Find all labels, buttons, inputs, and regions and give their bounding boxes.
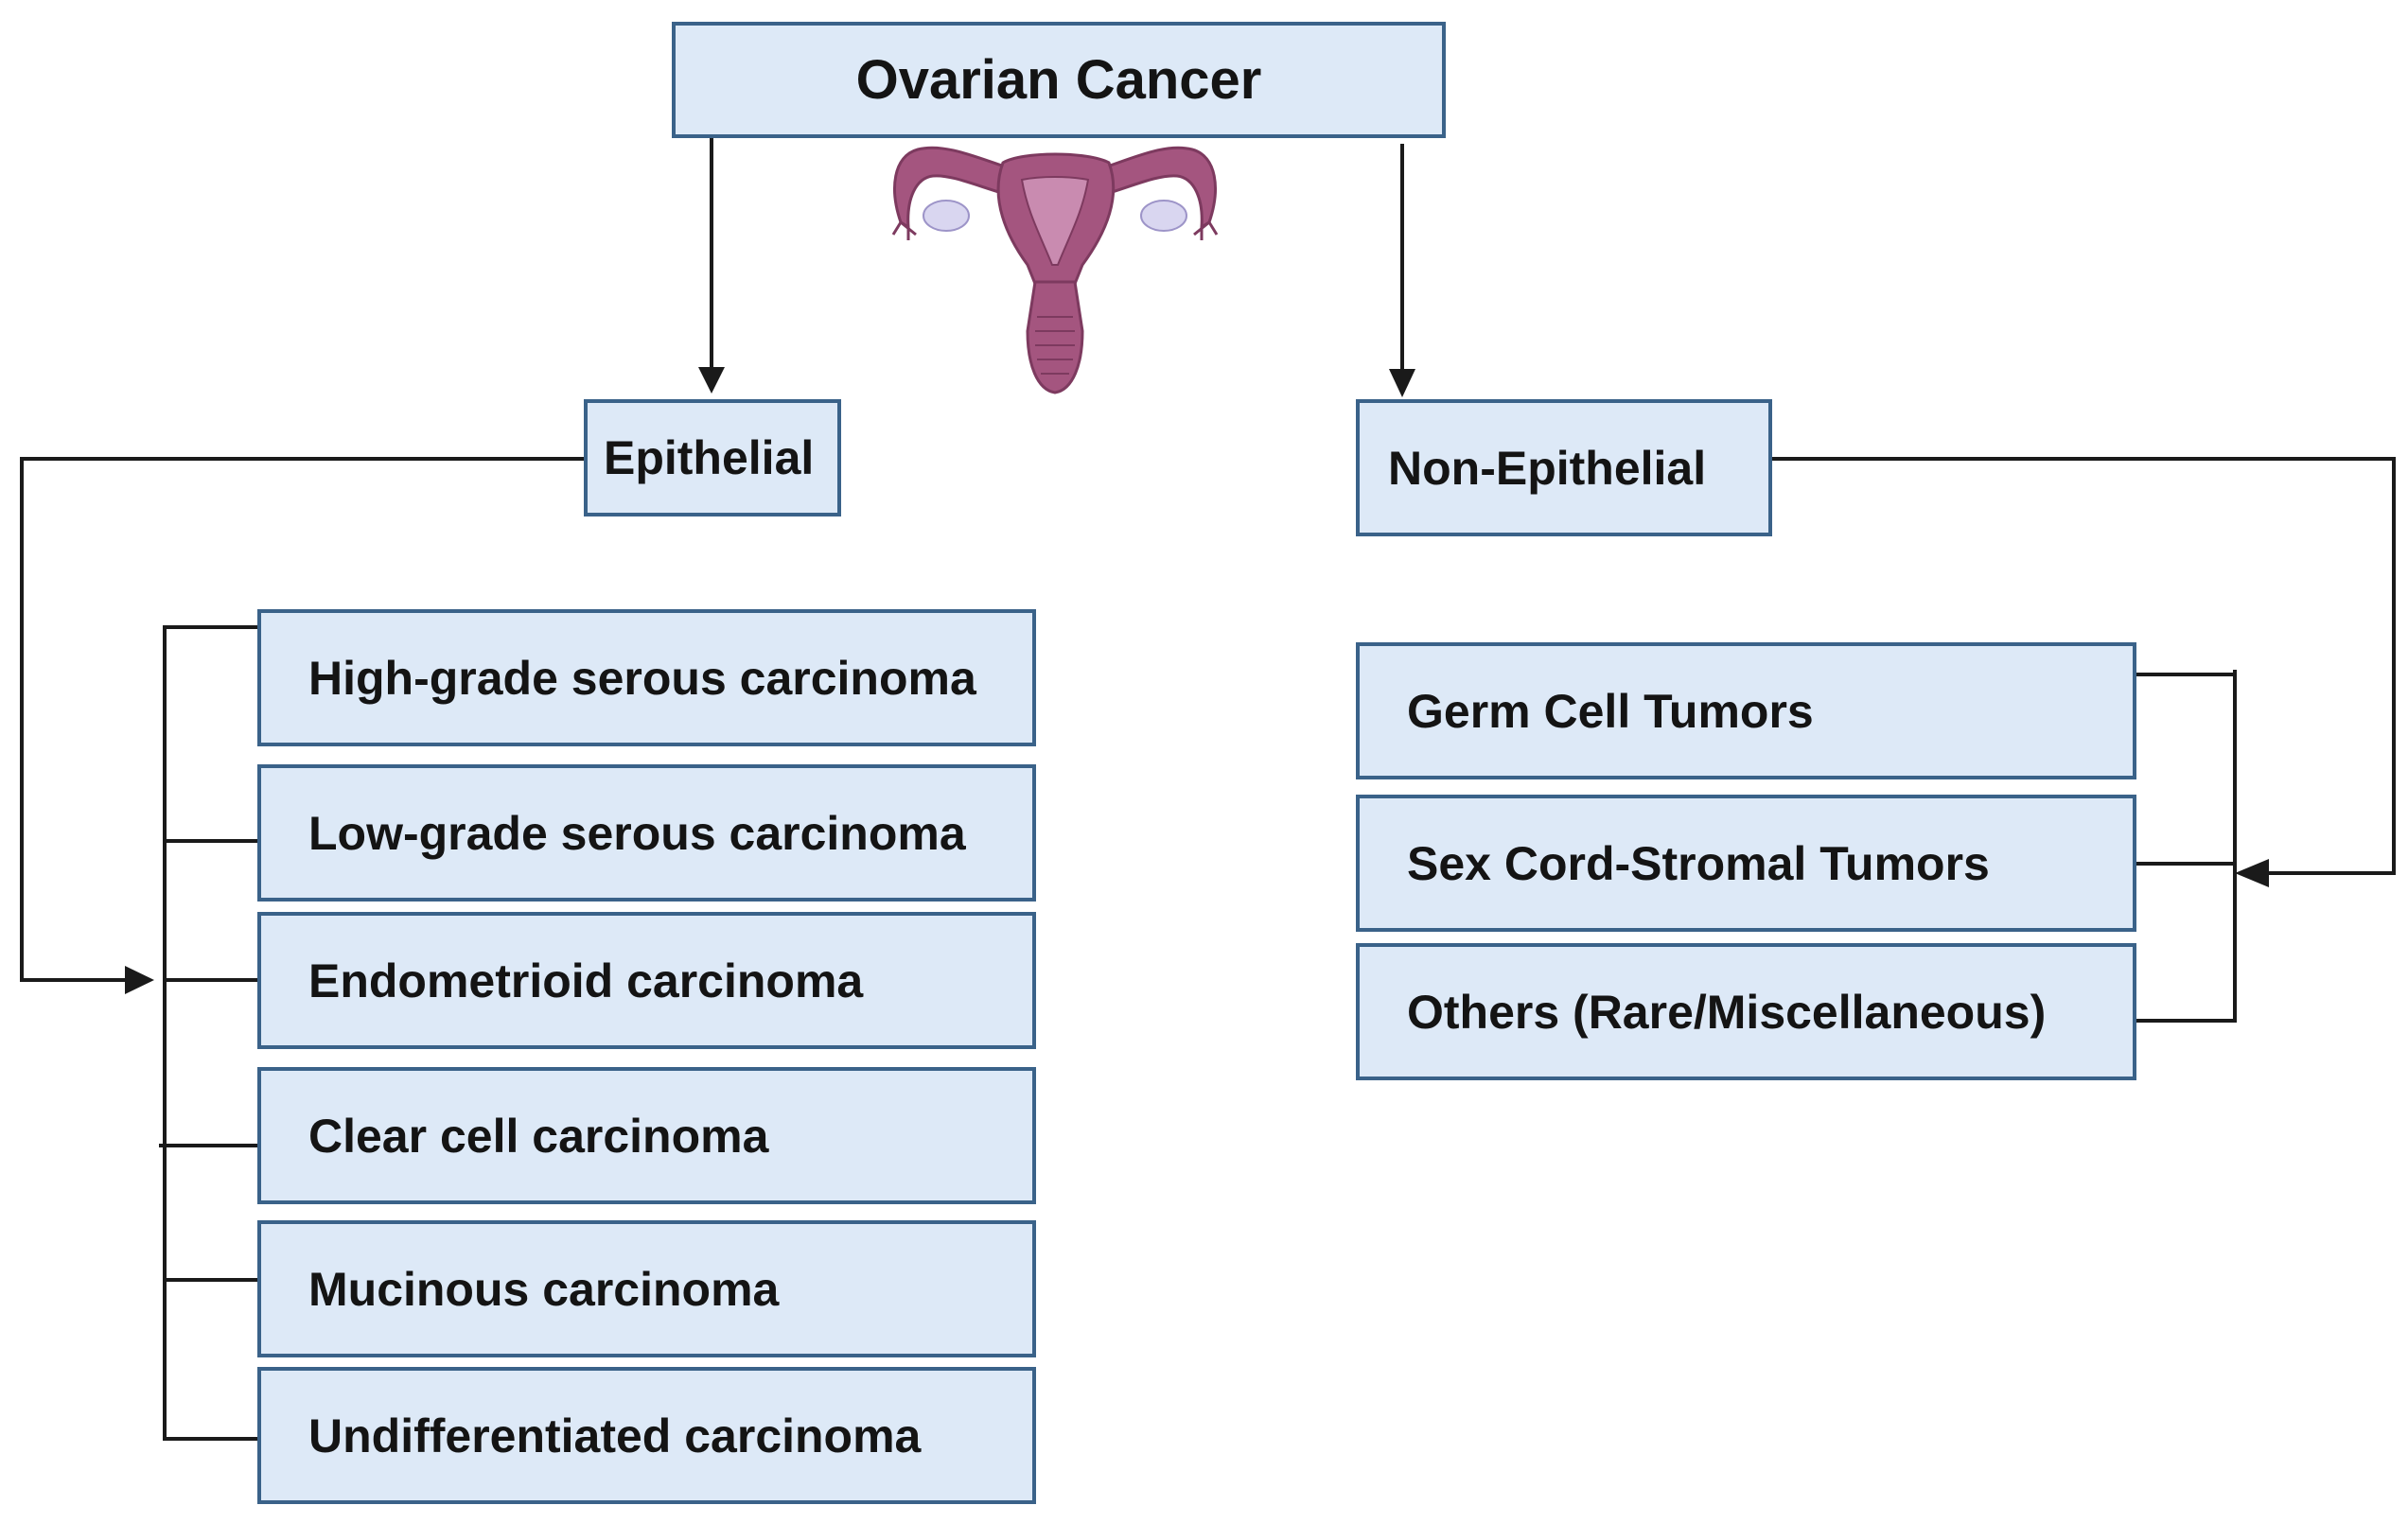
subtype-node: Sex Cord-Stromal Tumors [1356,795,2136,932]
branch-node-epithelial: Epithelial [584,399,841,516]
subtype-label: Undifferentiated carcinoma [308,1409,922,1462]
branch-node-label: Non-Epithelial [1388,441,1707,495]
subtype-node: Clear cell carcinoma [257,1067,1036,1204]
non-epithelial-connector [1772,457,2396,875]
subtype-label: Germ Cell Tumors [1407,684,1814,738]
subtype-node: High-grade serous carcinoma [257,609,1036,746]
subtype-label: Others (Rare/Miscellaneous) [1407,985,2047,1039]
subtype-node: Germ Cell Tumors [1356,642,2136,779]
subtype-node: Mucinous carcinoma [257,1220,1036,1357]
subtype-node: Endometrioid carcinoma [257,912,1036,1049]
subtype-node: Low-grade serous carcinoma [257,764,1036,902]
subtype-label: Sex Cord-Stromal Tumors [1407,836,1990,890]
branch-node-label: Epithelial [604,431,815,484]
subtype-label: Clear cell carcinoma [308,1109,769,1163]
uterus-ovaries-icon [891,146,1219,394]
subtype-label: Low-grade serous carcinoma [308,806,966,860]
subtype-label: Mucinous carcinoma [308,1262,780,1316]
branch-node-non-epithelial: Non-Epithelial [1356,399,1772,536]
root-node-ovarian-cancer: Ovarian Cancer [672,22,1446,138]
subtype-label: High-grade serous carcinoma [308,651,976,705]
epithelial-connector [20,457,584,982]
subtype-label: Endometrioid carcinoma [308,954,864,1007]
subtype-node: Others (Rare/Miscellaneous) [1356,943,2136,1080]
subtype-node: Undifferentiated carcinoma [257,1367,1036,1504]
root-node-label: Ovarian Cancer [855,49,1262,111]
